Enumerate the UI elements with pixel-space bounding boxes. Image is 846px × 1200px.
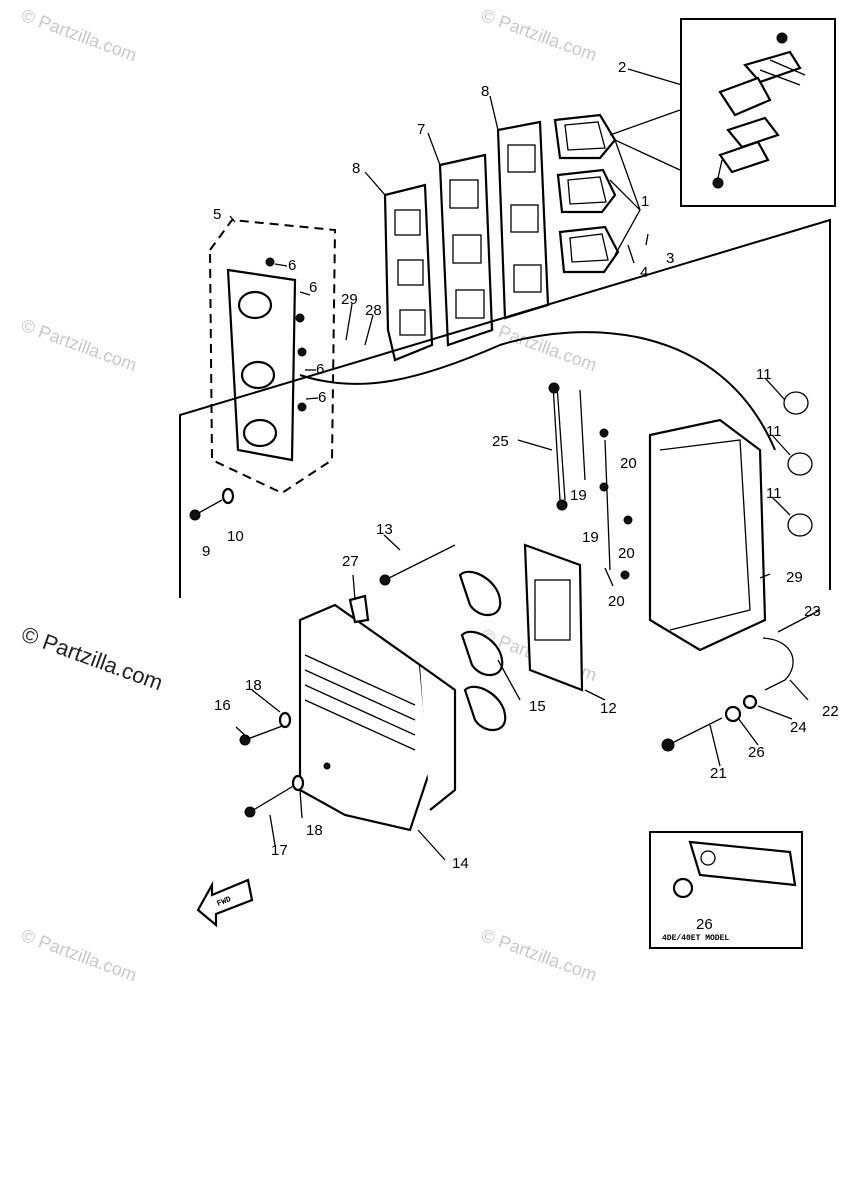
callout-23: 23 [804,603,821,620]
callout-28: 28 [365,302,382,319]
callout-29b: 29 [786,569,803,586]
callout-6a: 6 [288,257,296,274]
callout-20b: 20 [618,545,635,562]
intake-silencer [298,594,457,832]
callout-11a: 11 [756,366,772,383]
callout-1: 1 [641,193,649,210]
callout-27: 27 [342,553,359,570]
watermark-bottom-left: © Partzilla.com [19,925,140,985]
callout-8b: 8 [481,83,489,100]
callout-20c: 20 [608,593,625,610]
callout-9: 9 [202,543,210,560]
bolts [189,487,794,818]
gasket-plate-12-opening [534,579,571,641]
callout-18b: 18 [306,822,323,839]
gasket-plates [383,120,550,362]
callout-7: 7 [417,121,425,138]
watermark-top-left: © Partzilla.com [19,5,140,65]
callout-15: 15 [529,698,546,715]
callout-19a: 19 [570,487,587,504]
mount-frame [179,218,831,598]
watermark-bottom-right: © Partzilla.com [479,925,600,985]
callout-16: 16 [214,697,231,714]
watermark-mid-right: © Partzilla.com [479,315,600,375]
watermark-main: © Partzilla.com [18,621,166,695]
callout-6d: 6 [318,389,326,406]
callout-25: 25 [492,433,509,450]
callout-29a: 29 [341,291,358,308]
callout-17: 17 [271,842,288,859]
callout-26b: 26 [696,916,713,933]
cylinder-outline-curve [299,331,776,451]
model-inset: 4DE/40ET MODEL [649,831,803,949]
callout-3: 3 [666,250,674,267]
callout-6c: 6 [316,361,324,378]
callout-14: 14 [452,855,469,872]
reed-valve-inset [680,18,836,207]
callout-11b: 11 [766,423,782,440]
callout-20a: 20 [620,455,637,472]
callout-6b: 6 [309,279,317,296]
callout-21: 21 [710,765,727,782]
callouts: 1 2 3 4 5 6 6 6 6 7 8 8 9 10 11 11 11 12… [202,59,839,933]
watermark-mid-left: © Partzilla.com [19,315,140,375]
crankcase-body [648,391,813,652]
fuel-hose-assembly [548,382,633,580]
callout-18a: 18 [245,677,262,694]
watermark-top-right: © Partzilla.com [479,5,600,65]
gasket-plate-12 [523,543,584,692]
callout-10: 10 [227,528,244,545]
callout-8a: 8 [352,160,360,177]
o-ring-gaskets [458,570,507,731]
leader-lines [229,68,821,861]
reed-valve-assembly [553,109,681,274]
callout-19b: 19 [582,529,599,546]
callout-2: 2 [618,59,626,76]
callout-12: 12 [600,700,617,717]
callout-11c: 11 [766,485,782,502]
callout-26a: 26 [748,744,765,761]
callout-24: 24 [790,719,807,736]
model-inset-label: 4DE/40ET MODEL [662,934,729,943]
callout-5: 5 [213,206,221,223]
callout-4: 4 [640,264,648,281]
callout-13: 13 [376,521,393,538]
carburetor-assembly [208,218,337,495]
callout-22: 22 [822,703,839,720]
forward-arrow: FWD [196,878,254,928]
